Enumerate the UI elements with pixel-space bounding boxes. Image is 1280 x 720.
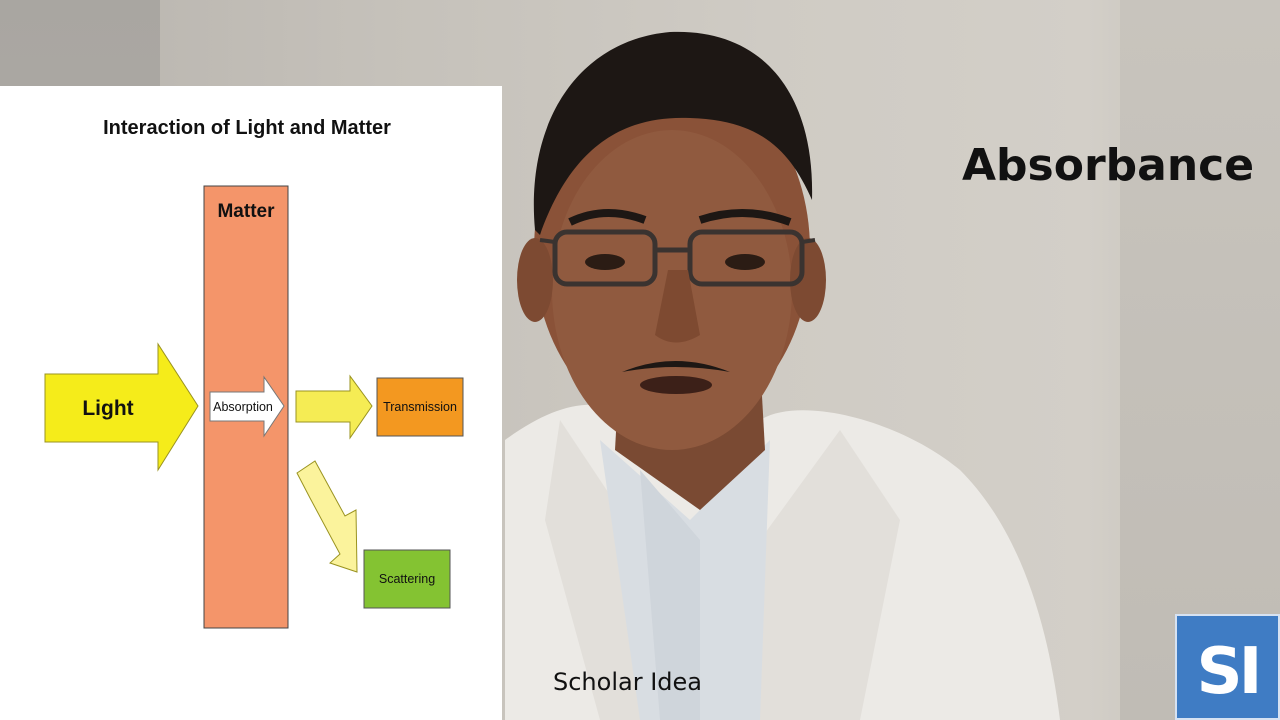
logo-text: SI bbox=[1196, 635, 1263, 709]
matter-label: Matter bbox=[217, 201, 275, 222]
background-wall-right bbox=[1120, 0, 1280, 720]
channel-watermark: Scholar Idea bbox=[553, 668, 702, 696]
slide-panel: Interaction of Light and Matter Matter L… bbox=[0, 86, 502, 720]
scattering-label: Scattering bbox=[379, 572, 435, 586]
slide-title: Interaction of Light and Matter bbox=[103, 117, 391, 139]
transmission-box bbox=[376, 377, 464, 437]
absorption-label: Absorption bbox=[213, 400, 273, 414]
light-arrow bbox=[44, 342, 199, 472]
scattering-box bbox=[363, 549, 451, 609]
topic-headline: Absorbance bbox=[962, 140, 1255, 191]
absorption-arrow bbox=[209, 375, 285, 438]
channel-logo: SI bbox=[1175, 614, 1280, 720]
light-label: Light bbox=[82, 397, 133, 420]
transmission-label: Transmission bbox=[383, 400, 457, 414]
light-matter-diagram: Interaction of Light and Matter Matter L… bbox=[44, 117, 464, 629]
scattering-arrow bbox=[296, 460, 358, 573]
transmission-arrow bbox=[295, 374, 373, 440]
